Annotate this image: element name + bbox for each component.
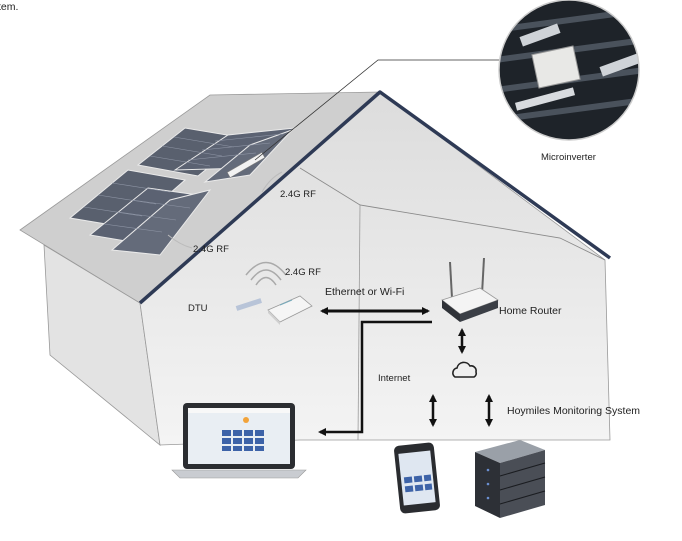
rf-arc-upper <box>261 171 283 193</box>
label-ethernet: Ethernet or Wi-Fi <box>325 286 404 298</box>
dtu-device <box>235 295 313 325</box>
router-device <box>441 257 499 322</box>
label-rf-dtu: 2.4G RF <box>285 267 321 278</box>
cloud-icon <box>452 361 478 378</box>
top-text: tem. <box>0 1 18 13</box>
wifi-icon <box>245 261 287 286</box>
roof-microinverter <box>226 151 266 179</box>
roof-ridge <box>138 90 612 305</box>
callout-line <box>254 59 500 161</box>
label-internet: Internet <box>378 373 411 384</box>
label-monitoring: Hoymiles Monitoring System <box>507 405 640 417</box>
label-rf-lower: 2.4G RF <box>193 244 229 255</box>
solar-array <box>68 127 297 256</box>
laptop-icon <box>171 403 307 479</box>
server-icon <box>475 440 546 518</box>
label-dtu: DTU <box>188 303 208 314</box>
router-laptop-arrow <box>318 320 432 436</box>
roof-hip-lines <box>299 167 606 261</box>
label-microinverter: Microinverter <box>541 152 596 163</box>
label-home-router: Home Router <box>499 305 562 317</box>
microinverter-photo <box>498 0 640 141</box>
label-rf-upper: 2.4G RF <box>280 189 316 200</box>
rf-arc-lower <box>167 234 193 249</box>
smartphone-icon <box>394 442 440 514</box>
